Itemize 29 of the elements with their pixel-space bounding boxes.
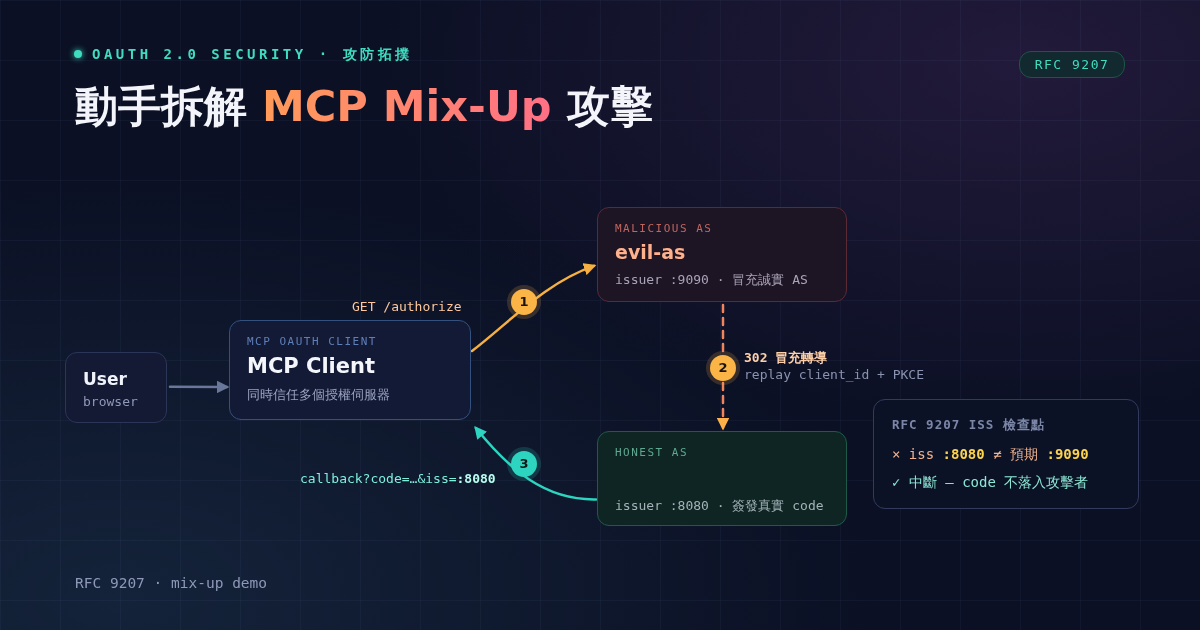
label: MCP OAUTH CLIENT — [247, 335, 378, 348]
user-box — [65, 352, 167, 423]
client-box — [229, 320, 471, 420]
kicker: OAUTH 2.0 SECURITY · 攻防拓撲 — [92, 46, 413, 64]
edge-label: callback?code=…&iss=:8080 — [300, 471, 496, 486]
label: MCP Client — [247, 354, 377, 378]
label: ✓ 中斷 — code 不落入攻擊者 — [892, 474, 1090, 492]
label: RFC 9207 ISS 檢查點 — [892, 417, 1046, 434]
label: MALICIOUS AS — [615, 222, 714, 235]
edge-label: 302 冒充轉導 — [744, 349, 828, 367]
server-box — [597, 207, 847, 302]
checkpoint-box — [873, 399, 1139, 509]
label: issuer :9090 · 冒充誠實 AS — [615, 271, 809, 289]
arrow — [474, 426, 598, 501]
edge-label: GET /authorize — [352, 299, 462, 314]
label: evil-as — [615, 241, 687, 263]
server-box — [597, 431, 847, 526]
label: HONEST AS — [615, 446, 690, 459]
label: issuer :8080 · 簽發真實 code — [615, 497, 825, 515]
label: × iss :8080 ≠ 預期 :9090 — [892, 446, 1090, 464]
label: RFC 9207 — [1033, 57, 1111, 72]
note: replay client_id + PKCE — [744, 367, 924, 382]
badge — [1019, 51, 1125, 78]
label: browser — [83, 394, 139, 409]
arrow — [716, 303, 730, 431]
arrow — [168, 380, 230, 394]
label: User — [83, 369, 128, 389]
label: 同時信任多個授權伺服器 — [247, 386, 391, 404]
footer-text: RFC 9207 · mix-up demo — [75, 575, 268, 591]
